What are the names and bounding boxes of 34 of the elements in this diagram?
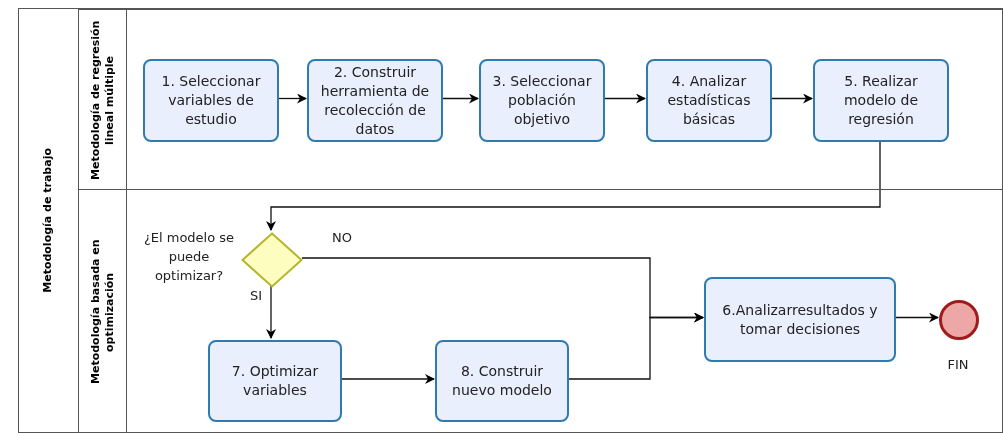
task-label: 6.Analizarresultados y tomar decisiones	[721, 300, 879, 339]
task-label: 7. Optimizar variables	[230, 362, 320, 400]
arrow	[770, 93, 813, 104]
arrow	[340, 374, 435, 384]
arrow	[894, 312, 939, 323]
task-label: 4. Analizar estadísticas básicas	[666, 72, 752, 129]
task-box	[479, 59, 605, 142]
task-label: 8. Construir nuevo modelo	[451, 362, 553, 400]
arrow	[603, 93, 646, 104]
arrow	[266, 285, 276, 339]
task-label: 2. Construir herramienta de recolección de datos	[319, 62, 431, 139]
node-caption: ¿El modelo se puede optimizar?	[142, 229, 236, 285]
lane-label: Metodología de regresión lineal múltiple	[88, 18, 117, 182]
swimlane	[79, 189, 1003, 433]
node-caption: FIN	[946, 356, 970, 374]
task-box	[143, 59, 279, 142]
task-label: 3. Seleccionar población objetivo	[491, 72, 593, 129]
swimlane	[79, 9, 1003, 189]
arrow	[441, 93, 479, 104]
task-label: 5. Realizar modelo de regresión	[842, 72, 920, 129]
arrow	[266, 139, 881, 231]
task-box	[307, 59, 443, 142]
task-box	[704, 277, 896, 362]
task-box	[813, 59, 949, 142]
lane-label: Metodología basada en optimización	[88, 238, 117, 387]
decision-diamond	[241, 232, 303, 288]
task-box	[435, 340, 569, 422]
pool	[18, 8, 1003, 433]
arrow	[277, 93, 307, 104]
task-box	[646, 59, 772, 142]
pool-label: Metodología de trabajo	[40, 148, 56, 293]
task-label: 1. Seleccionar variables de estudio	[160, 72, 262, 129]
arrow	[567, 312, 704, 380]
task-box	[208, 340, 342, 422]
